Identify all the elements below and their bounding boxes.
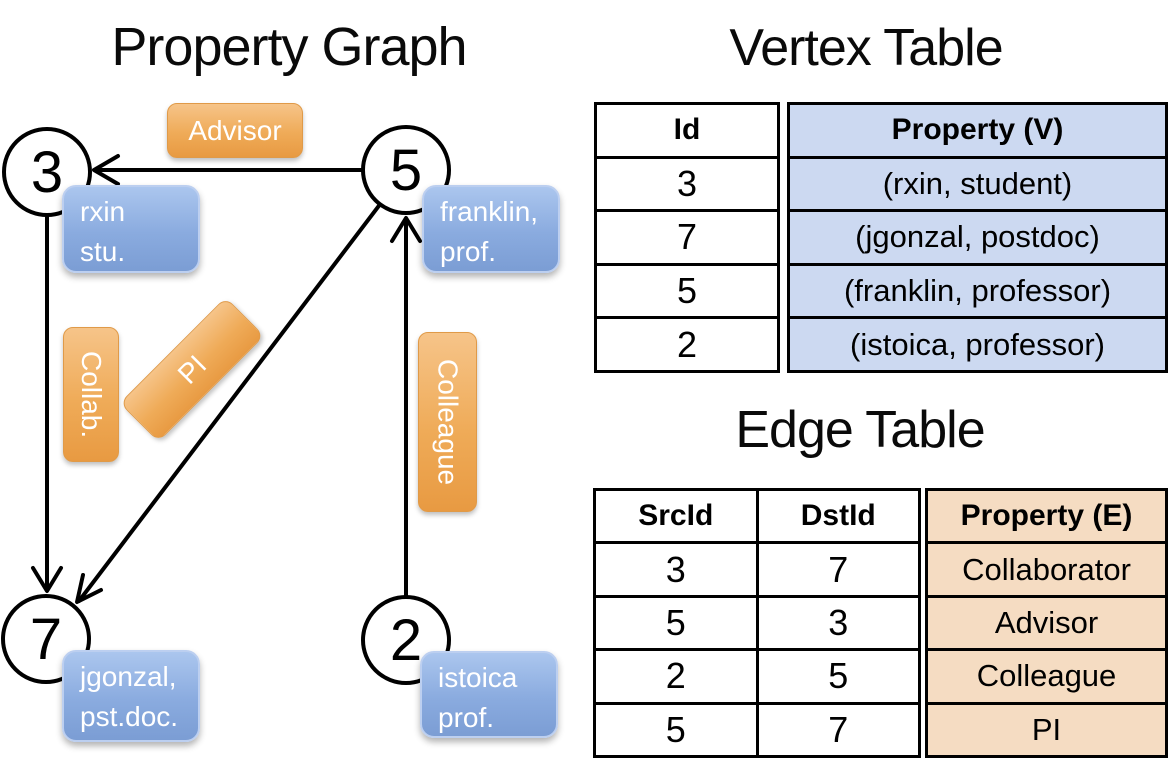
edge-srcid-cell: 2 xyxy=(596,651,756,705)
vertex-property-cell: (istoica, professor) xyxy=(850,326,1105,362)
vertex-property-cell: (franklin, professor) xyxy=(790,266,1165,320)
vertex-table-id-header: Id xyxy=(597,105,777,159)
edge-property-cell: Collaborator xyxy=(928,544,1165,598)
vertex-table-title: Vertex Table xyxy=(729,19,1003,77)
edge-srcid-cell: 3 xyxy=(596,544,756,598)
property-line: istoica xyxy=(438,662,518,693)
edge-srcid-cell: 5 xyxy=(665,708,686,750)
graph-node-2-label: 2 xyxy=(389,607,423,673)
edge-dstid-cell: 7 xyxy=(758,544,918,598)
vertex-property-box-jgonzal: jgonzal, pst.doc. xyxy=(62,650,200,742)
edge-label-pi: PI xyxy=(119,297,265,442)
edge-property-cell: Colleague xyxy=(928,651,1165,705)
edge-dstid-cell: 5 xyxy=(758,651,918,705)
vertex-property-cell: (jgonzal, postdoc) xyxy=(790,212,1165,266)
vertex-property-box-rxin: rxin stu. xyxy=(62,185,200,273)
vertex-property-cell: (rxin, student) xyxy=(790,159,1165,213)
property-line: jgonzal, xyxy=(80,661,177,692)
edge-label-colleague: Colleague xyxy=(418,332,477,512)
edge-table-dstid-column: DstId 7 3 5 7 xyxy=(755,491,918,755)
vertex-table-id-column: Id 3 7 5 2 xyxy=(594,102,780,373)
edge-colleague-arrowhead xyxy=(390,216,422,243)
edge-table-dstid-header: DstId xyxy=(758,491,918,545)
graph-node-3-label: 3 xyxy=(30,139,64,205)
edge-pi-arrowhead xyxy=(75,573,103,604)
vertex-property-box-istoica: istoica prof. xyxy=(420,651,558,738)
edge-dstid-cell: 3 xyxy=(758,598,918,652)
vertex-id-cell: 7 xyxy=(597,212,777,266)
graph-node-7: 7 xyxy=(1,594,91,684)
edge-collaborator-arrowhead xyxy=(31,566,63,593)
edge-table-property-header: Property (E) xyxy=(928,491,1165,545)
graph-node-7-label: 7 xyxy=(29,606,63,672)
property-line: rxin xyxy=(80,196,126,227)
vertex-id-cell: 3 xyxy=(597,159,777,213)
vertex-table-property-column: Property (V) (rxin, student) (jgonzal, p… xyxy=(787,102,1168,373)
edge-advisor-arrowhead xyxy=(92,154,120,186)
property-line: stu. xyxy=(80,236,126,267)
vertex-id-cell: 2 xyxy=(676,323,698,365)
edge-srcid-cell: 5 xyxy=(596,598,756,652)
vertex-property-box-franklin: franklin, prof. xyxy=(422,185,560,273)
edge-table-title: Edge Table xyxy=(735,401,985,459)
property-graph-title: Property Graph xyxy=(111,17,467,77)
graph-node-5-label: 5 xyxy=(389,137,423,203)
vertex-id-cell: 5 xyxy=(597,266,777,320)
edge-dstid-cell: 7 xyxy=(828,708,849,750)
vertex-table-property-header: Property (V) xyxy=(790,105,1165,159)
edge-table-srcid-column: SrcId 3 5 2 5 xyxy=(596,491,756,755)
property-line: pst.doc. xyxy=(80,701,179,732)
property-line: prof. xyxy=(438,702,495,733)
edge-property-cell: PI xyxy=(1031,711,1062,747)
edge-table-srcid-header: SrcId xyxy=(596,491,756,545)
edge-property-cell: Advisor xyxy=(928,598,1165,652)
edge-table-id-columns: SrcId 3 5 2 5 DstId 7 3 5 7 xyxy=(593,488,921,758)
property-line: prof. xyxy=(440,236,497,267)
property-line: franklin, xyxy=(440,196,539,227)
edge-table-property-column: Property (E) Collaborator Advisor Collea… xyxy=(925,488,1168,758)
edge-label-collab: Collab. xyxy=(63,327,119,462)
edge-label-advisor: Advisor xyxy=(167,103,303,158)
